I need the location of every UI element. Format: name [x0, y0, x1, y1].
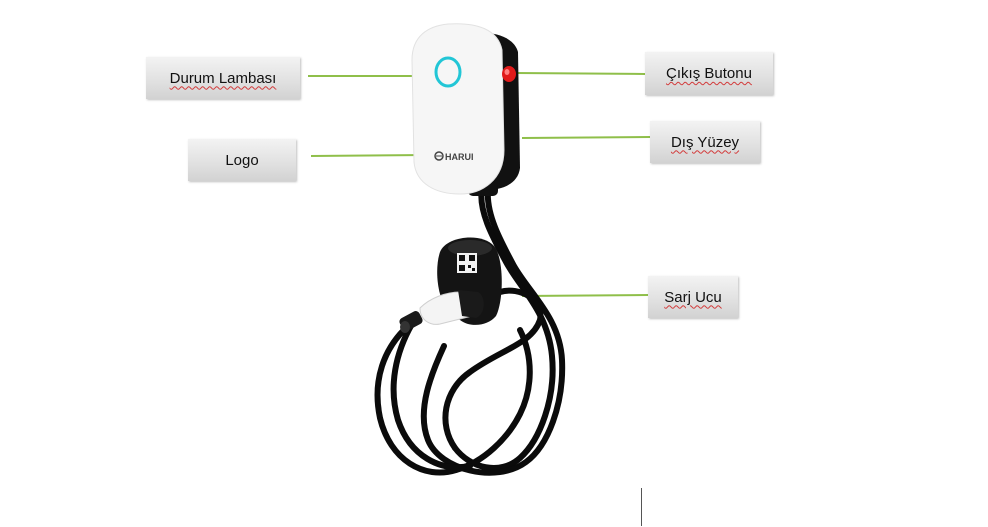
text-cursor: [641, 488, 642, 526]
label-exit-button: Çıkış Butonu: [645, 52, 773, 95]
label-logo: Logo: [188, 139, 296, 181]
label-charge-tip-text: Sarj Ucu: [664, 288, 722, 306]
label-logo-text: Logo: [225, 151, 259, 169]
brand-logo-icon: [434, 151, 444, 161]
charging-connector: [399, 290, 484, 333]
label-status-light-text: Durum Lambası: [169, 69, 277, 87]
leader-line-charge-tip: [521, 294, 649, 297]
qr-code-icon: [457, 253, 477, 273]
housing-front: [411, 23, 505, 195]
label-exit-button-text: Çıkış Butonu: [666, 65, 752, 82]
status-light-icon: [434, 56, 462, 88]
label-status-light: Durum Lambası: [146, 57, 300, 99]
leader-line-outer-surface: [521, 136, 651, 139]
label-outer-surface-text: Dış Yüzey: [670, 133, 740, 151]
label-outer-surface: Dış Yüzey: [650, 121, 760, 163]
brand-logo-text: HARUI: [445, 152, 474, 162]
leader-line-logo: [310, 154, 429, 157]
exit-button-icon: [502, 66, 516, 82]
leader-line-exit-button: [514, 72, 646, 75]
label-charge-tip: Sarj Ucu: [648, 276, 738, 318]
charging-cable: [374, 185, 566, 476]
